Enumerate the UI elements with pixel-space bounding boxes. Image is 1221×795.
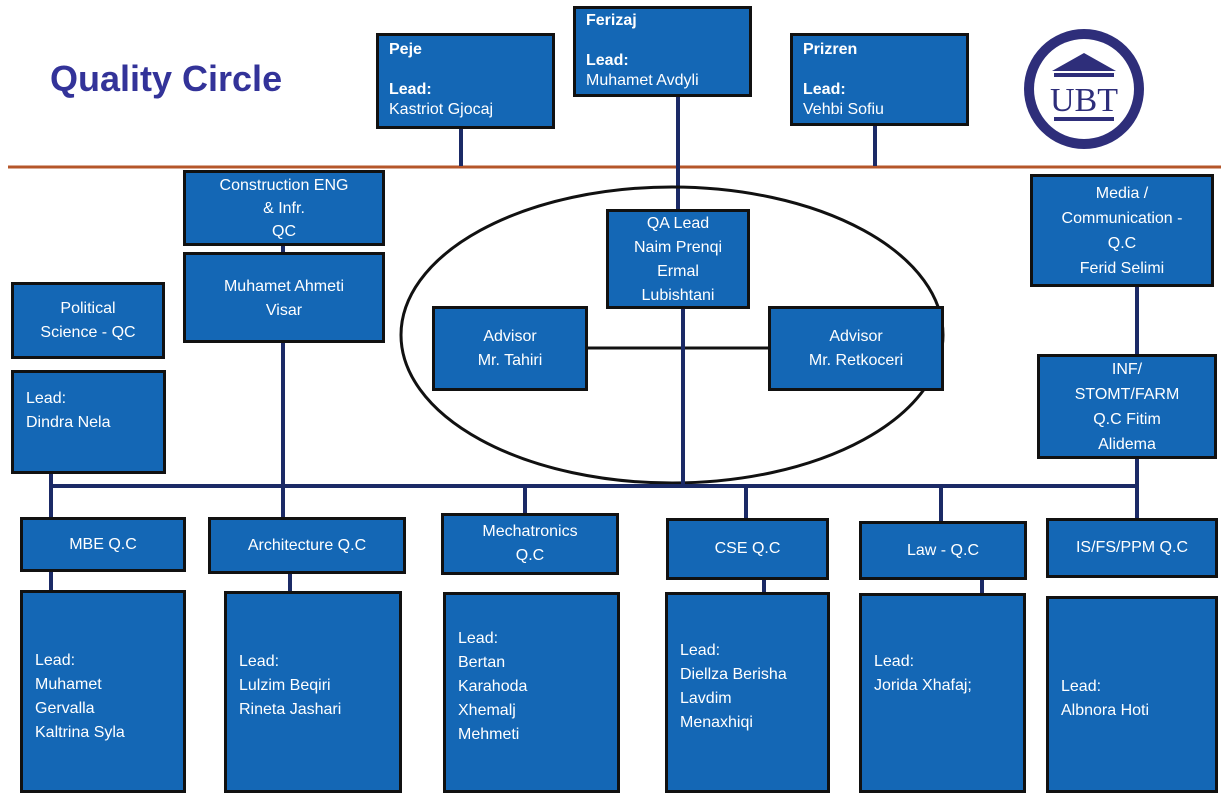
political-science-box: Political Science - QC: [11, 282, 165, 359]
box-text: Ermal: [657, 263, 699, 280]
box-text: Lubishtani: [641, 287, 715, 304]
box-text: CSE Q.C: [714, 540, 781, 557]
box-text: Lavdim: [680, 690, 732, 707]
box-text: Advisor: [483, 327, 537, 345]
qc-lead-mechatronics: Lead: Bertan Karahoda Xhemalj Mehmeti: [443, 592, 620, 793]
qc-title-mechatronics: Mechatronics Q.C: [441, 513, 619, 575]
lead-name: Kastriot Gjocaj: [389, 101, 494, 118]
qc-title-cse: CSE Q.C: [666, 518, 829, 580]
box-text: Mr. Tahiri: [477, 351, 543, 369]
qc-lead-architecture: Lead: Lulzim Beqiri Rineta Jashari: [224, 591, 402, 793]
construction-qc-box: Construction ENG & Infr. QC: [183, 170, 385, 246]
box-text: Construction ENG: [219, 176, 349, 194]
box-text: Xhemalj: [458, 702, 516, 719]
box-text: INF/: [1111, 360, 1143, 378]
box-text: QA Lead: [646, 215, 710, 232]
box-text: Mehmeti: [458, 726, 520, 743]
qc-lead-cse: Lead: Diellza Berisha Lavdim Menaxhiqi: [665, 592, 830, 793]
lead-name: Muhamet Avdyli: [586, 72, 699, 89]
lead-label: Lead:: [586, 52, 629, 69]
box-text: MBE Q.C: [69, 535, 137, 553]
box-text: Q.C Fitim: [1093, 410, 1161, 428]
box-text: Ferid Selimi: [1079, 259, 1165, 277]
box-text: Rineta Jashari: [239, 701, 342, 718]
political-science-lead-box: Lead: Dindra Nela: [11, 370, 166, 474]
box-text: Albnora Hoti: [1061, 702, 1150, 719]
box-text: Lead:: [874, 653, 915, 670]
spacer: [586, 31, 749, 51]
page-title: Quality Circle: [50, 58, 283, 99]
lead-name: Vehbi Sofiu: [803, 101, 884, 118]
box-text: Muhamet: [35, 676, 102, 693]
lead-label: Lead:: [389, 81, 432, 98]
box-text: STOMT/FARM: [1074, 385, 1180, 403]
box-text: Lead:: [239, 653, 280, 670]
box-text: Political: [60, 299, 116, 317]
media-communication-box: Media / Communication - Q.C Ferid Selimi: [1030, 174, 1214, 287]
branch-ferizaj: Ferizaj Lead: Muhamet Avdyli: [573, 6, 752, 97]
box-text: Lulzim Beqiri: [239, 677, 331, 694]
qa-lead-box: QA Lead Naim Prenqi Ermal Lubishtani: [606, 209, 750, 309]
box-text: Advisor: [829, 327, 883, 345]
box-text: Architecture Q.C: [247, 536, 367, 554]
advisor-retkoceri-box: Advisor Mr. Retkoceri: [768, 306, 944, 391]
box-text: Kaltrina Syla: [35, 724, 125, 741]
box-text: Gervalla: [35, 700, 95, 717]
box-text: Media /: [1095, 184, 1149, 202]
qc-title-architecture: Architecture Q.C: [208, 517, 406, 574]
box-text: Q.C: [515, 547, 545, 564]
box-text: Diellza Berisha: [680, 666, 787, 683]
spacer: [803, 60, 966, 80]
qc-title-is-fs-ppm: IS/FS/PPM Q.C: [1046, 518, 1218, 578]
advisor-tahiri-box: Advisor Mr. Tahiri: [432, 306, 588, 391]
box-text: Lead:: [1061, 678, 1102, 695]
qc-title-law: Law - Q.C: [859, 521, 1027, 580]
box-text: QC: [272, 222, 296, 240]
box-text: & Infr.: [263, 199, 305, 217]
box-text: Muhamet Ahmeti: [223, 278, 345, 295]
box-text: Lead:: [680, 642, 721, 659]
lead-label: Lead:: [803, 81, 846, 98]
box-text: Law - Q.C: [906, 541, 979, 559]
spacer: [389, 60, 552, 80]
qc-lead-law: Lead: Jorida Xhafaj;: [859, 593, 1026, 793]
box-text: Visar: [265, 302, 303, 319]
box-text: Bertan: [458, 654, 506, 671]
box-text: Mechatronics: [482, 523, 578, 540]
box-text: IS/FS/PPM Q.C: [1075, 539, 1188, 556]
box-text: Communication -: [1061, 209, 1183, 227]
qc-lead-is-fs-ppm: Lead: Albnora Hoti: [1046, 596, 1218, 793]
box-text: Jorida Xhafaj;: [874, 677, 972, 694]
box-text: Naim Prenqi: [633, 239, 723, 256]
box-text: Alidema: [1098, 435, 1156, 453]
qc-lead-mbe: Lead: Muhamet Gervalla Kaltrina Syla: [20, 590, 186, 793]
branch-peje: Peje Lead: Kastriot Gjocaj: [376, 33, 555, 129]
branch-name: Peje: [389, 41, 422, 58]
box-text: Q.C: [1107, 234, 1137, 252]
box-text: Lead:: [26, 390, 67, 407]
qc-title-mbe: MBE Q.C: [20, 517, 186, 572]
box-text: Dindra Nela: [26, 414, 111, 431]
branch-name: Ferizaj: [586, 12, 637, 29]
construction-members-box: Muhamet Ahmeti Visar: [183, 252, 385, 343]
inf-stomt-farm-box: INF/ STOMT/FARM Q.C Fitim Alidema: [1037, 354, 1217, 459]
box-text: Mr. Retkoceri: [808, 351, 904, 369]
box-text: Science - QC: [40, 323, 136, 341]
box-text: Menaxhiqi: [680, 714, 753, 731]
ubt-logo: UBT: [1024, 29, 1144, 149]
box-text: Lead:: [458, 630, 499, 647]
branch-prizren: Prizren Lead: Vehbi Sofiu: [790, 33, 969, 126]
logo-text: UBT: [1050, 82, 1118, 119]
branch-name: Prizren: [803, 41, 858, 58]
box-text: Karahoda: [458, 678, 528, 695]
box-text: Lead:: [35, 652, 76, 669]
